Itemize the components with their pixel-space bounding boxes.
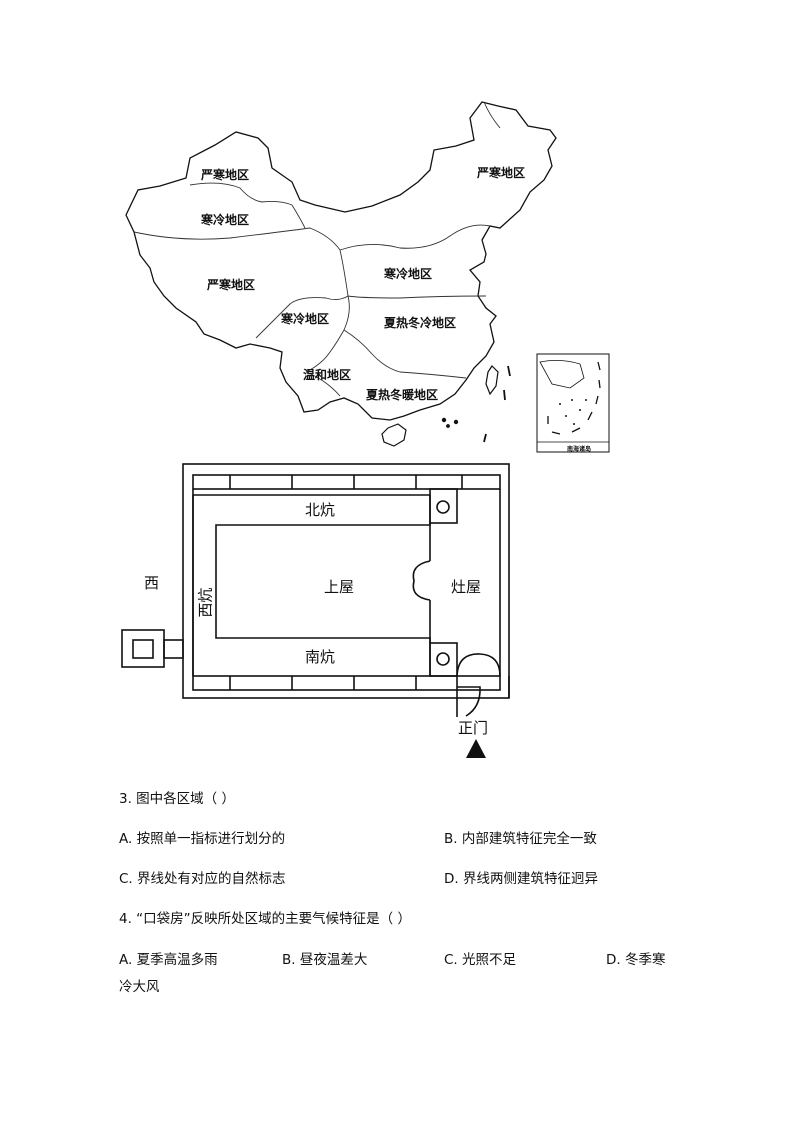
china-climate-map [125,101,610,453]
front-door-swing-icon [457,686,481,717]
question-4-option-c[interactable]: C. 光照不足 [444,952,517,968]
kitchen-label: 灶屋 [451,578,482,596]
hainan-island [381,423,407,447]
question-4-option-b[interactable]: B. 昼夜温差大 [282,952,368,968]
entrance-arrow-icon [466,739,486,758]
question-4-option-d-continued: 冷大风 [119,979,160,995]
stove-south-icon [436,652,450,666]
inner-door-icon [412,560,431,601]
region-label-severe-cold-nw: 严寒地区 [201,168,250,182]
north-kang-label: 北炕 [305,501,336,519]
question-3-option-b[interactable]: B. 内部建筑特征完全一致 [444,831,597,847]
question-4-option-d[interactable]: D. 冬季寒 [606,952,666,968]
question-3-stem: 3. 图中各区域（ ） [119,791,235,807]
china-outline [125,101,557,421]
region-label-hot-summer-cold-winter: 夏热冬冷地区 [384,316,457,330]
question-4-option-a[interactable]: A. 夏季高温多雨 [119,952,218,968]
question-4-stem: 4. “口袋房”反映所处区域的主要气候特征是（ ） [119,911,411,927]
region-label-mild: 温和地区 [303,368,352,382]
region-label-severe-cold-ne: 严寒地区 [477,166,526,180]
question-3-option-d[interactable]: D. 界线两侧建筑特征迥异 [444,871,598,887]
region-label-cold-sichuan: 寒冷地区 [281,312,330,326]
region-label-hot-summer-warm-winter: 夏热冬暖地区 [366,388,439,402]
outer-wall [182,463,510,699]
west-kang-label: 西炕 [196,587,215,618]
pocket-house-floor-plan [121,463,510,758]
region-label-severe-cold-tibet: 严寒地区 [207,278,256,292]
south-kang-label: 南炕 [305,648,336,666]
question-3-option-c[interactable]: C. 界线处有对应的自然标志 [119,871,286,887]
region-label-cold-east: 寒冷地区 [384,267,433,281]
offshore-islands [441,365,511,443]
south-china-sea-inset [536,353,610,453]
inset-label: 南海诸岛 [567,446,592,453]
front-door-label: 正门 [458,719,489,737]
taiwan-island [485,365,499,396]
main-room-label: 上屋 [324,578,355,596]
west-direction-label: 西 [144,574,160,592]
region-label-cold-north: 寒冷地区 [201,213,250,227]
region-boundaries [133,101,501,397]
question-3-option-a[interactable]: A. 按照单一指标进行划分的 [119,831,286,847]
stove-north-icon [436,500,450,514]
west-annex [121,629,184,668]
